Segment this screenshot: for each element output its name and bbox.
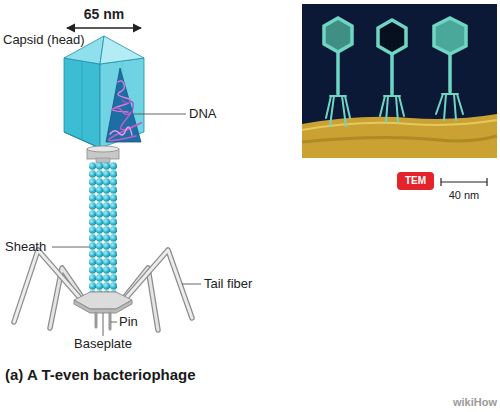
figure-caption: (a) A T-even bacteriophage bbox=[5, 367, 196, 384]
part-label: Pin bbox=[119, 315, 138, 329]
part-label: Tail fiber bbox=[204, 277, 252, 291]
phage-tail bbox=[390, 54, 394, 94]
phage-head bbox=[324, 18, 352, 52]
phage-tail bbox=[448, 54, 452, 92]
leader-line bbox=[134, 114, 186, 115]
part-label: Sheath bbox=[5, 240, 46, 254]
tail-fiber-outline bbox=[14, 250, 80, 322]
pin bbox=[95, 313, 98, 327]
leader-line bbox=[103, 313, 104, 336]
part-label: Capsid (head) bbox=[3, 33, 85, 47]
dimension-arrow bbox=[67, 27, 141, 28]
scale-bar bbox=[441, 178, 487, 186]
scale-bar-tick bbox=[440, 178, 441, 186]
dna-strand bbox=[109, 108, 142, 141]
phage-tail bbox=[336, 52, 340, 94]
phage-fibers bbox=[326, 96, 350, 126]
phage-head bbox=[378, 20, 406, 54]
sheath bbox=[89, 162, 117, 294]
pin bbox=[109, 313, 112, 329]
leader-line bbox=[182, 284, 201, 285]
dna-strand bbox=[122, 100, 133, 112]
collar bbox=[87, 146, 119, 152]
capsid-face bbox=[100, 36, 144, 64]
part-label: DNA bbox=[189, 107, 216, 121]
cell-texture bbox=[302, 136, 497, 142]
phage-head bbox=[434, 18, 466, 54]
capsid-edge bbox=[82, 61, 83, 140]
phage-image bbox=[324, 18, 466, 126]
dimension-label: 65 nm bbox=[84, 7, 124, 22]
capsid-face bbox=[100, 58, 144, 148]
scale-label: 40 nm bbox=[449, 189, 480, 201]
dna-strand bbox=[110, 127, 132, 135]
scale-bar bbox=[441, 181, 487, 182]
capsid-cutaway bbox=[106, 68, 141, 142]
leader-line bbox=[111, 322, 117, 323]
part-label: Baseplate bbox=[74, 337, 132, 351]
leader-lines bbox=[52, 114, 201, 336]
phage-fibers bbox=[436, 94, 463, 120]
scale-bar-tick bbox=[486, 178, 487, 186]
baseplate bbox=[74, 300, 132, 313]
phage-fibers bbox=[380, 96, 404, 122]
leader-line bbox=[52, 247, 89, 248]
tail-fiber bbox=[14, 250, 80, 322]
watermark: wikiHow bbox=[453, 396, 497, 408]
micrograph-background bbox=[302, 4, 497, 158]
dna-strand bbox=[109, 81, 142, 141]
badge: TEM bbox=[397, 172, 434, 190]
badge-text: TEM bbox=[405, 176, 426, 186]
capsid bbox=[64, 36, 144, 150]
micrograph bbox=[302, 4, 497, 158]
